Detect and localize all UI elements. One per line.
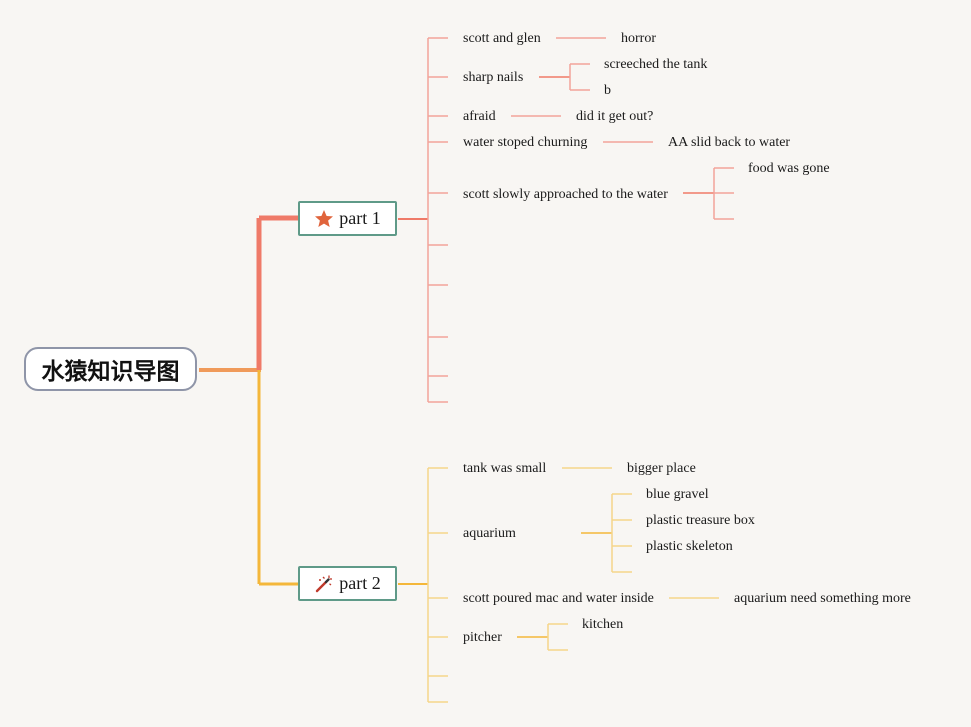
- subtopic-plastic-skeleton[interactable]: plastic skeleton: [646, 539, 733, 554]
- branch-label-part-1: part 1: [339, 208, 381, 228]
- topic-scott-and-glen[interactable]: scott and glen: [463, 31, 541, 46]
- branch-node-part-2[interactable]: part 2: [298, 566, 397, 601]
- root-topic-label: 水猿知识导图: [41, 359, 180, 385]
- subtopic-aa-slid-back-to-water[interactable]: AA slid back to water: [668, 135, 791, 150]
- topic-tank-was-small[interactable]: tank was small: [463, 461, 547, 476]
- subtopic-blue-gravel[interactable]: blue gravel: [646, 487, 709, 502]
- topic-pitcher[interactable]: pitcher: [463, 630, 502, 645]
- branch-label-part-2: part 2: [339, 573, 381, 593]
- subtopic-kitchen[interactable]: kitchen: [582, 617, 624, 632]
- subtopic-food-was-gone[interactable]: food was gone: [748, 161, 830, 176]
- subtopic-plastic-treasure-box[interactable]: plastic treasure box: [646, 513, 755, 528]
- subtopic-bigger-place[interactable]: bigger place: [627, 461, 696, 476]
- subtopic-aquarium-need-something-more[interactable]: aquarium need something more: [734, 591, 911, 606]
- topic-scott-poured-mac[interactable]: scott poured mac and water inside: [463, 591, 654, 606]
- branch-node-part-1[interactable]: part 1: [298, 201, 397, 236]
- subtopic-screeched-the-tank[interactable]: screeched the tank: [604, 57, 708, 72]
- magic-wand-icon: [314, 574, 334, 594]
- topic-sharp-nails[interactable]: sharp nails: [463, 70, 524, 85]
- subtopic-horror[interactable]: horror: [621, 31, 656, 46]
- topic-afraid[interactable]: afraid: [463, 109, 496, 124]
- root-topic[interactable]: 水猿知识导图: [24, 347, 197, 391]
- topic-aquarium[interactable]: aquarium: [463, 526, 516, 541]
- topic-scott-slowly-approached[interactable]: scott slowly approached to the water: [463, 187, 668, 202]
- subtopic-b[interactable]: b: [604, 83, 611, 98]
- topic-water-stoped-churning[interactable]: water stoped churning: [463, 135, 588, 150]
- star-icon: [314, 209, 334, 229]
- subtopic-did-it-get-out[interactable]: did it get out?: [576, 109, 654, 124]
